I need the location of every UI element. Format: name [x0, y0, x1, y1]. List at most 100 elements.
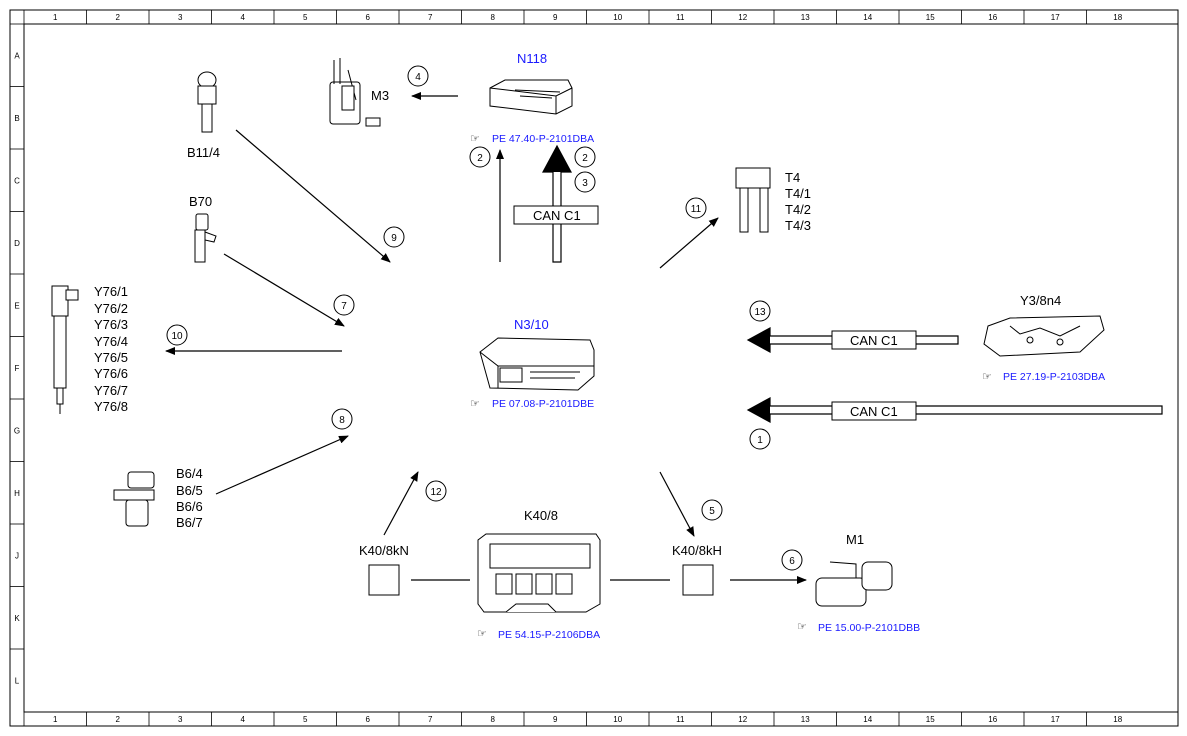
component-k40-8kh[interactable]: K40/8kH: [672, 543, 722, 596]
ecu-icon: [479, 337, 595, 391]
signal-marker-1: 1: [749, 428, 771, 450]
grid-col-label: 13: [801, 13, 810, 22]
svg-text:6: 6: [789, 556, 795, 567]
signal-marker-7: 7: [333, 294, 355, 316]
y76-label-8: Y76/8: [94, 399, 128, 414]
grid-row-label: F: [15, 364, 20, 373]
fuse-relay-box-icon: [477, 533, 601, 613]
y76-label-7: Y76/7: [94, 383, 128, 398]
signal-marker-2a: 2: [469, 146, 491, 168]
grid-col-label: 2: [116, 13, 121, 22]
component-m1[interactable]: M1 ☞ PE 15.00-P-2101DBB: [797, 532, 920, 634]
glow-plug-icon: [735, 167, 771, 233]
arrow-8: [215, 435, 349, 495]
svg-text:11: 11: [691, 204, 702, 215]
component-b11-4[interactable]: B11/4: [187, 71, 220, 160]
signal-marker-9: 9: [383, 226, 405, 248]
grid-col-label: 14: [863, 715, 872, 724]
n3-10-ref-link[interactable]: PE 07.08-P-2101DBE: [492, 398, 594, 410]
can-bus-right-upper: CAN C1: [746, 326, 959, 354]
k40-8-ref-link[interactable]: PE 54.15-P-2106DBA: [498, 629, 600, 641]
arrow-5: [659, 471, 695, 537]
grid-col-label: 18: [1113, 13, 1122, 22]
component-b6[interactable]: B6/4 B6/5 B6/6 B6/7: [113, 466, 203, 530]
m1-ref-link[interactable]: PE 15.00-P-2101DBB: [818, 622, 920, 634]
component-n3-10[interactable]: N3/10 ☞ PE 07.08-P-2101DBE: [470, 317, 595, 410]
svg-text:10: 10: [171, 331, 183, 342]
n3-10-ref[interactable]: ☞ PE 07.08-P-2101DBE: [470, 398, 594, 410]
grid-row-label: L: [15, 676, 20, 685]
component-n118[interactable]: N118 ☞ PE 47.40-P-2101DBA: [470, 51, 594, 145]
y3-8n4-ref-link[interactable]: PE 27.19-P-2103DBA: [1003, 371, 1105, 383]
y76-label-3: Y76/3: [94, 317, 128, 332]
grid-col-label: 16: [988, 715, 997, 724]
grid-col-label: 3: [178, 715, 183, 724]
svg-text:4: 4: [415, 72, 421, 83]
can-right-upper-label: CAN C1: [850, 333, 898, 348]
arrow-9: [235, 129, 391, 263]
grid-col-label: 12: [738, 715, 747, 724]
arrow-12: [383, 471, 419, 536]
grid-col-label: 13: [801, 715, 810, 724]
b6-label-3: B6/6: [176, 499, 203, 514]
y3-8n4-ref[interactable]: ☞ PE 27.19-P-2103DBA: [982, 371, 1105, 383]
grid-col-label: 10: [613, 715, 622, 724]
k40-8kn-label: K40/8kN: [359, 543, 409, 558]
starter-motor-icon: [815, 561, 893, 607]
signal-marker-5: 5: [701, 499, 723, 521]
grid-col-label: 15: [926, 715, 935, 724]
component-y76-injectors[interactable]: Y76/1 Y76/2 Y76/3 Y76/4 Y76/5 Y76/6 Y76/…: [51, 284, 128, 414]
b6-label-1: B6/4: [176, 466, 203, 481]
y76-label-2: Y76/2: [94, 301, 128, 316]
pointing-hand-icon: ☞: [470, 133, 480, 145]
k40-8-ref[interactable]: ☞ PE 54.15-P-2106DBA: [477, 628, 600, 641]
grid-row-label: H: [14, 489, 20, 498]
grid-col-label: 17: [1051, 13, 1060, 22]
k40-8-label: K40/8: [524, 508, 558, 523]
pointing-hand-icon: ☞: [477, 628, 487, 640]
grid-col-label: 4: [241, 715, 246, 724]
component-b70[interactable]: B70: [189, 194, 217, 263]
grid-row-label: K: [14, 614, 20, 623]
component-t4[interactable]: T4 T4/1 T4/2 T4/3: [735, 167, 811, 233]
grid-col-label: 2: [116, 715, 121, 724]
component-k40-8[interactable]: K40/8 ☞ PE 54.15-P-2106DBA: [477, 508, 601, 641]
k40-8kh-label: K40/8kH: [672, 543, 722, 558]
n118-ref[interactable]: ☞ PE 47.40-P-2101DBA: [470, 133, 594, 145]
grid-col-label: 12: [738, 13, 747, 22]
signal-markers: 4 2 2 3 9 7 10 8 12 11 13 1 5 6: [166, 65, 803, 571]
n118-module-icon: [489, 79, 573, 115]
t4-label-4: T4/3: [785, 218, 811, 233]
signal-marker-12: 12: [425, 480, 447, 502]
b70-label: B70: [189, 194, 212, 209]
signal-marker-6: 6: [781, 549, 803, 571]
signal-marker-4: 4: [407, 65, 429, 87]
m3-label: M3: [371, 88, 389, 103]
component-y3-8n4[interactable]: Y3/8n4 ☞ PE 27.19-P-2103DBA: [982, 293, 1105, 383]
m1-label: M1: [846, 532, 864, 547]
grid-row-label: J: [15, 551, 19, 560]
grid-row-label: G: [14, 426, 20, 435]
m1-ref[interactable]: ☞ PE 15.00-P-2101DBB: [797, 621, 920, 634]
arrow-11: [659, 217, 719, 269]
grid-col-label: 15: [926, 13, 935, 22]
signal-marker-11: 11: [685, 197, 707, 219]
grid-col-label: 1: [53, 13, 58, 22]
svg-text:3: 3: [582, 178, 588, 189]
t4-label-3: T4/2: [785, 202, 811, 217]
y3-8n4-label: Y3/8n4: [1020, 293, 1061, 308]
svg-text:13: 13: [754, 307, 766, 318]
pointing-hand-icon: ☞: [797, 621, 807, 633]
n118-ref-link[interactable]: PE 47.40-P-2101DBA: [492, 133, 594, 145]
grid-row-label: C: [14, 176, 20, 185]
grid-col-label: 5: [303, 13, 308, 22]
grid-col-label: 5: [303, 715, 308, 724]
grid-col-label: 1: [53, 715, 58, 724]
component-k40-8kn[interactable]: K40/8kN: [359, 543, 409, 596]
can-bus-right-lower: CAN C1: [746, 396, 1163, 424]
grid-col-label: 9: [553, 715, 558, 724]
component-m3[interactable]: M3: [329, 58, 389, 127]
b11-4-label: B11/4: [187, 145, 220, 160]
